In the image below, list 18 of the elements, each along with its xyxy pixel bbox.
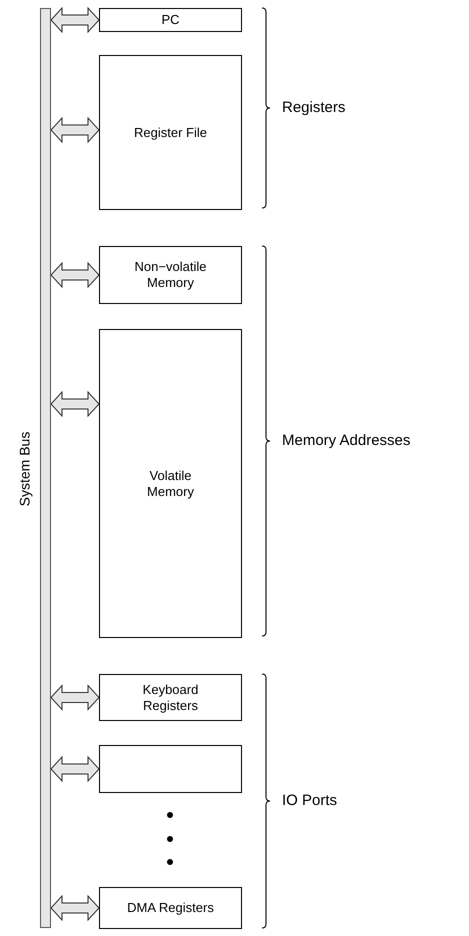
double-arrow [50, 894, 100, 922]
group-label: Registers [282, 99, 346, 116]
double-arrow [50, 116, 100, 144]
empty-box [99, 745, 242, 793]
group-label: IO Ports [282, 792, 338, 809]
memory-box: Register File [99, 55, 242, 210]
double-arrow [50, 262, 100, 288]
bus-label: System Bus [16, 432, 32, 506]
memory-box: Keyboard Registers [99, 674, 242, 721]
double-arrow [50, 756, 100, 782]
double-arrow [50, 390, 100, 418]
memory-box: Non−volatile Memory [99, 246, 242, 304]
group-label: Memory Addresses [282, 432, 410, 449]
double-arrow [50, 6, 100, 34]
memory-box: Volatile Memory [99, 329, 242, 638]
double-arrow [50, 684, 100, 711]
memory-box: PC [99, 8, 242, 32]
memory-box: DMA Registers [99, 887, 242, 929]
